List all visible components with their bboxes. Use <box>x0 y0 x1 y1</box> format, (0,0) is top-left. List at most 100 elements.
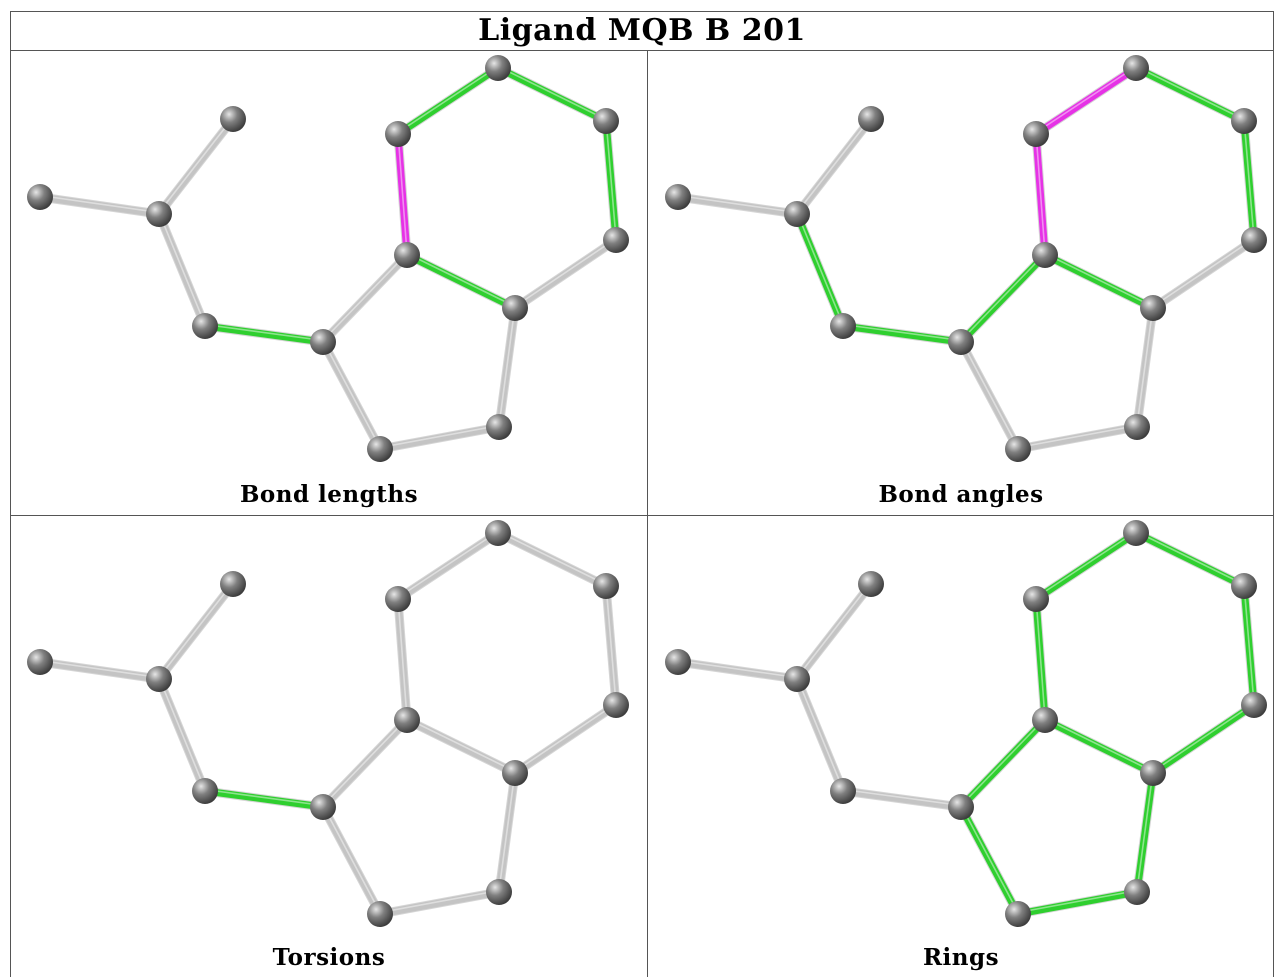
bond-9-5 <box>318 715 412 812</box>
bond-10-11 <box>393 63 503 139</box>
bond-5-6 <box>318 802 385 919</box>
bond-6-7 <box>1013 887 1142 919</box>
atom-11 <box>1123 55 1149 81</box>
atom-1 <box>665 184 691 210</box>
bond-9-10 <box>393 129 412 260</box>
bond-1-3 <box>673 192 802 219</box>
atom-2 <box>858 571 884 597</box>
bond-11-12 <box>493 528 611 591</box>
atom-5 <box>310 794 336 820</box>
bond-4-5 <box>200 321 328 347</box>
atom-11 <box>485 55 511 81</box>
atom-1 <box>27 184 53 210</box>
atom-4 <box>830 778 856 804</box>
caption-bond-angles: Bond angles <box>878 481 1044 508</box>
atom-6 <box>1005 901 1031 927</box>
bond-13-8 <box>510 700 621 778</box>
atom-4 <box>830 313 856 339</box>
atom-6 <box>367 901 393 927</box>
atom-9 <box>1032 242 1058 268</box>
bond-4-5 <box>200 786 328 812</box>
atom-13 <box>603 227 629 253</box>
atom-5 <box>948 329 974 355</box>
bond-9-5 <box>956 250 1050 347</box>
atom-7 <box>486 879 512 905</box>
bond-10-11 <box>393 528 503 604</box>
bond-12-13 <box>1239 116 1259 245</box>
atom-11 <box>1123 520 1149 546</box>
atom-3 <box>784 666 810 692</box>
atom-5 <box>310 329 336 355</box>
panel-bond-angles: Bond angles <box>648 51 1274 515</box>
figure-frame <box>10 11 1274 977</box>
atom-6 <box>1005 436 1031 462</box>
atom-1 <box>27 649 53 675</box>
bond-1-3 <box>35 657 164 684</box>
column-divider <box>647 50 648 977</box>
atom-2 <box>858 106 884 132</box>
atom-13 <box>1241 692 1267 718</box>
bond-6-7 <box>375 887 504 919</box>
atom-12 <box>593 573 619 599</box>
bond-12-13 <box>601 116 621 245</box>
bond-8-9 <box>1040 250 1158 313</box>
title-divider <box>10 50 1274 51</box>
molecule-bond-lengths <box>27 55 629 462</box>
bond-11-12 <box>1131 528 1249 591</box>
bond-8-9 <box>402 250 520 313</box>
caption-rings: Rings <box>922 944 1000 971</box>
panel-bond-lengths: Bond lengths <box>11 51 647 515</box>
atom-2 <box>220 571 246 597</box>
bond-3-4 <box>792 209 848 331</box>
atom-13 <box>1241 227 1267 253</box>
atom-12 <box>593 108 619 134</box>
bond-5-6 <box>318 337 385 454</box>
bond-6-7 <box>1013 422 1142 454</box>
atom-10 <box>1023 586 1049 612</box>
atom-8 <box>502 295 528 321</box>
bond-2-3 <box>792 579 876 684</box>
bond-9-10 <box>1031 594 1050 725</box>
bond-7-8 <box>1132 768 1158 897</box>
bond-9-5 <box>318 250 412 347</box>
atom-2 <box>220 106 246 132</box>
atom-3 <box>146 201 172 227</box>
atom-4 <box>192 778 218 804</box>
atom-10 <box>1023 121 1049 147</box>
atom-8 <box>1140 295 1166 321</box>
bond-4-5 <box>838 786 966 812</box>
atom-11 <box>485 520 511 546</box>
atom-12 <box>1231 573 1257 599</box>
figure-title: Ligand MQB B 201 <box>478 13 806 48</box>
atom-8 <box>1140 760 1166 786</box>
bond-3-4 <box>154 209 210 331</box>
atom-10 <box>385 121 411 147</box>
bond-9-5 <box>956 715 1050 812</box>
bond-10-11 <box>1031 528 1141 604</box>
molecule-torsions <box>27 520 629 927</box>
panel-torsions: Torsions <box>11 516 647 977</box>
bond-13-8 <box>510 235 621 313</box>
bond-12-13 <box>1239 581 1259 710</box>
atom-9 <box>1032 707 1058 733</box>
bond-2-3 <box>154 579 238 684</box>
bond-8-9 <box>402 715 520 778</box>
bond-5-6 <box>956 337 1023 454</box>
bond-9-10 <box>393 594 412 725</box>
caption-bond-lengths: Bond lengths <box>239 481 419 508</box>
bond-2-3 <box>792 114 876 219</box>
atom-12 <box>1231 108 1257 134</box>
bond-13-8 <box>1148 235 1259 313</box>
bond-7-8 <box>1132 303 1158 432</box>
caption-torsions: Torsions <box>272 944 386 971</box>
atom-3 <box>784 201 810 227</box>
bond-12-13 <box>601 581 621 710</box>
bond-9-10 <box>1031 129 1050 260</box>
atom-9 <box>394 707 420 733</box>
atom-9 <box>394 242 420 268</box>
bond-8-9 <box>1040 715 1158 778</box>
atom-1 <box>665 649 691 675</box>
molecule-bond-angles <box>665 55 1267 462</box>
bond-11-12 <box>493 63 611 126</box>
atom-6 <box>367 436 393 462</box>
